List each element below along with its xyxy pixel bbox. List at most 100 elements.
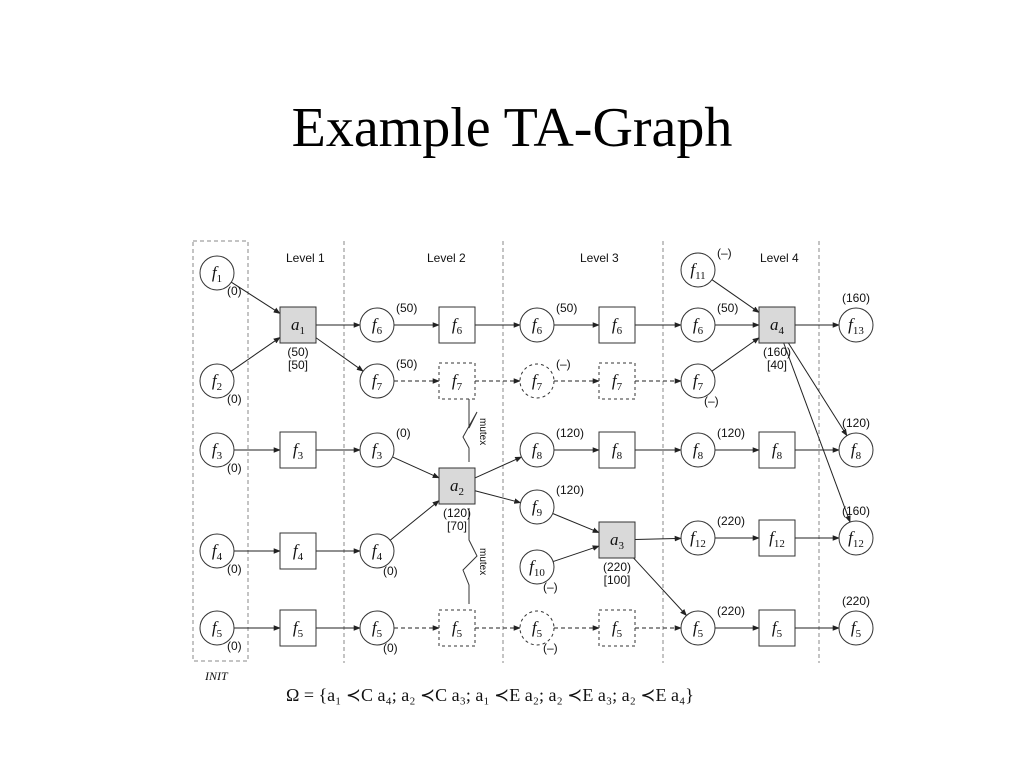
node-name: f6 <box>372 315 383 337</box>
node-name: f5 <box>372 618 383 640</box>
node-f5_L4: f5 (220) <box>680 604 745 646</box>
node-name: f7 <box>372 371 383 393</box>
node-f8_end: f8(120) <box>838 416 874 468</box>
node-a2: a2(120)[70] <box>438 467 476 533</box>
node-name: f7 <box>532 371 543 393</box>
noop-box <box>279 609 317 647</box>
node-annotation: (0) <box>227 392 242 406</box>
level-label: Level 3 <box>580 251 619 265</box>
noop-box <box>438 306 476 344</box>
node-annotation: (50) <box>396 357 417 371</box>
node-name: f7 <box>693 371 704 393</box>
edge-a2-to-f9_L3 <box>474 490 522 504</box>
node-f6_L2: f6(50) <box>359 301 417 343</box>
fact-circle <box>838 610 874 646</box>
node-f13_end: f13(160) <box>838 291 874 343</box>
node-annotation: (0) <box>227 639 242 653</box>
node-name: f6 <box>452 315 463 337</box>
node-f8_L3: f8(120) <box>519 426 584 468</box>
node-f2_init: f2 (0) <box>199 363 242 406</box>
edge-f9_L3-to-a3 <box>552 513 600 534</box>
node-name: f2 <box>212 371 222 393</box>
node-name: f5 <box>693 618 704 640</box>
mutex-label: mutex <box>477 418 488 445</box>
node-name: f12 <box>848 528 864 550</box>
edge-a1-to-f7_L2 <box>315 337 364 372</box>
noop-box <box>758 519 796 557</box>
node-name: f12 <box>769 528 785 550</box>
node-f5_end: f5 (220) <box>838 594 874 646</box>
node-n_f8_L3: f8 <box>598 431 636 469</box>
fact-circle <box>199 255 235 291</box>
node-n_f12_L4: f12 <box>758 519 796 557</box>
node-annotation: (0) <box>383 641 398 655</box>
node-duration: [70] <box>447 519 467 533</box>
mutex-label: mutex <box>477 548 488 575</box>
node-name: f6 <box>693 315 704 337</box>
node-name: f5 <box>293 618 304 640</box>
node-f8_L4: f8(120) <box>680 426 745 468</box>
mutex-link: mutex <box>462 508 488 604</box>
action-box <box>758 306 796 344</box>
node-a3: a3(220)[100] <box>598 521 636 587</box>
edge-f7_L4-to-a4 <box>711 337 760 372</box>
node-name: f5 <box>851 618 862 640</box>
node-name: f12 <box>690 528 706 550</box>
node-f7_L3: f7(–) <box>519 357 571 399</box>
node-duration: [50] <box>288 358 308 372</box>
node-name: f5 <box>532 618 543 640</box>
node-f6_L4: f6(50) <box>680 301 738 343</box>
node-f12_L4: f12 (220) <box>680 514 745 556</box>
fact-circle <box>680 307 716 343</box>
node-annotation: (0) <box>383 564 398 578</box>
fact-circle <box>199 363 235 399</box>
node-name: f7 <box>612 371 623 393</box>
node-annotation: (160) <box>842 291 870 305</box>
node-annotation: (0) <box>227 284 242 298</box>
node-n_f7_L2: f7 <box>438 362 476 400</box>
nodes-layer: f1(0)f2(0)f3(0)f4(0)f5(0)a1(50)[50]f3f4f… <box>199 246 874 655</box>
fact-circle <box>680 520 716 556</box>
fact-circle <box>680 432 716 468</box>
node-annotation: (220) <box>842 594 870 608</box>
node-a1: a1(50)[50] <box>279 306 317 372</box>
fact-circle <box>838 307 874 343</box>
node-name: f8 <box>612 440 623 462</box>
node-n_f5_L4: f5 <box>758 609 796 647</box>
init-label: INIT <box>204 669 229 683</box>
node-annotation: (120) <box>717 426 745 440</box>
noop-box <box>279 532 317 570</box>
node-duration: [100] <box>604 573 631 587</box>
action-box <box>438 467 476 505</box>
node-f6_L3: f6(50) <box>519 301 577 343</box>
node-n_f5_L3: f5 <box>598 609 636 647</box>
node-name: f1 <box>212 263 222 285</box>
node-f9_L3: f9(120) <box>519 483 584 525</box>
node-f7_L4: f7(–) <box>680 363 719 408</box>
node-annotation: (220) <box>717 514 745 528</box>
noop-box <box>598 609 636 647</box>
noop-box <box>758 609 796 647</box>
node-annotation: (220) <box>717 604 745 618</box>
node-f5_init: f5(0) <box>199 610 242 653</box>
noop-box <box>279 431 317 469</box>
node-f7_L2: f7 (50) <box>359 357 417 399</box>
node-name: f10 <box>529 557 545 579</box>
level-label: Level 4 <box>760 251 799 265</box>
node-annotation: (0) <box>227 461 242 475</box>
node-name: f3 <box>212 440 223 462</box>
level-label: Level 1 <box>286 251 325 265</box>
fact-circle <box>519 489 555 525</box>
fact-circle <box>519 432 555 468</box>
node-name: a4 <box>770 315 785 337</box>
node-f3_L2: f3(0) <box>359 426 411 468</box>
node-annotation: (120) <box>443 506 471 520</box>
node-name: f3 <box>372 440 383 462</box>
fact-circle <box>838 520 874 556</box>
fact-circle <box>519 307 555 343</box>
node-annotation: (120) <box>556 483 584 497</box>
action-box <box>598 521 636 559</box>
node-name: f8 <box>851 440 862 462</box>
edge-f11_L4-to-a4 <box>711 279 760 313</box>
